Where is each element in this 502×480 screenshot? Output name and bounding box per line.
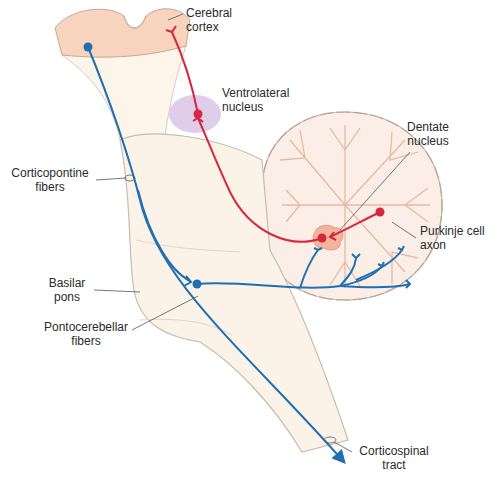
part-label: Ventrolateral nucleus [222, 86, 302, 114]
corticopontine-corticospinal-pathway [88, 47, 410, 462]
dentatothalamocortical-pathway [166, 26, 380, 242]
part-label: Purkinje cell axon [420, 224, 492, 252]
part-label: Pontocerebellar fibers [40, 320, 132, 348]
part-label: Corticopontine fibers [6, 166, 94, 194]
leader-lines [94, 14, 416, 452]
part-label: Dentate nucleus [396, 120, 460, 148]
brainstem [120, 134, 348, 452]
part-label: Basilar pons [40, 276, 94, 304]
part-label: Corticospinal tract [354, 444, 434, 472]
dentate-nucleus [313, 225, 343, 250]
cerebral-cortex [55, 9, 190, 57]
white-matter [62, 46, 186, 140]
part-label: Cerebral cortex [186, 6, 248, 34]
